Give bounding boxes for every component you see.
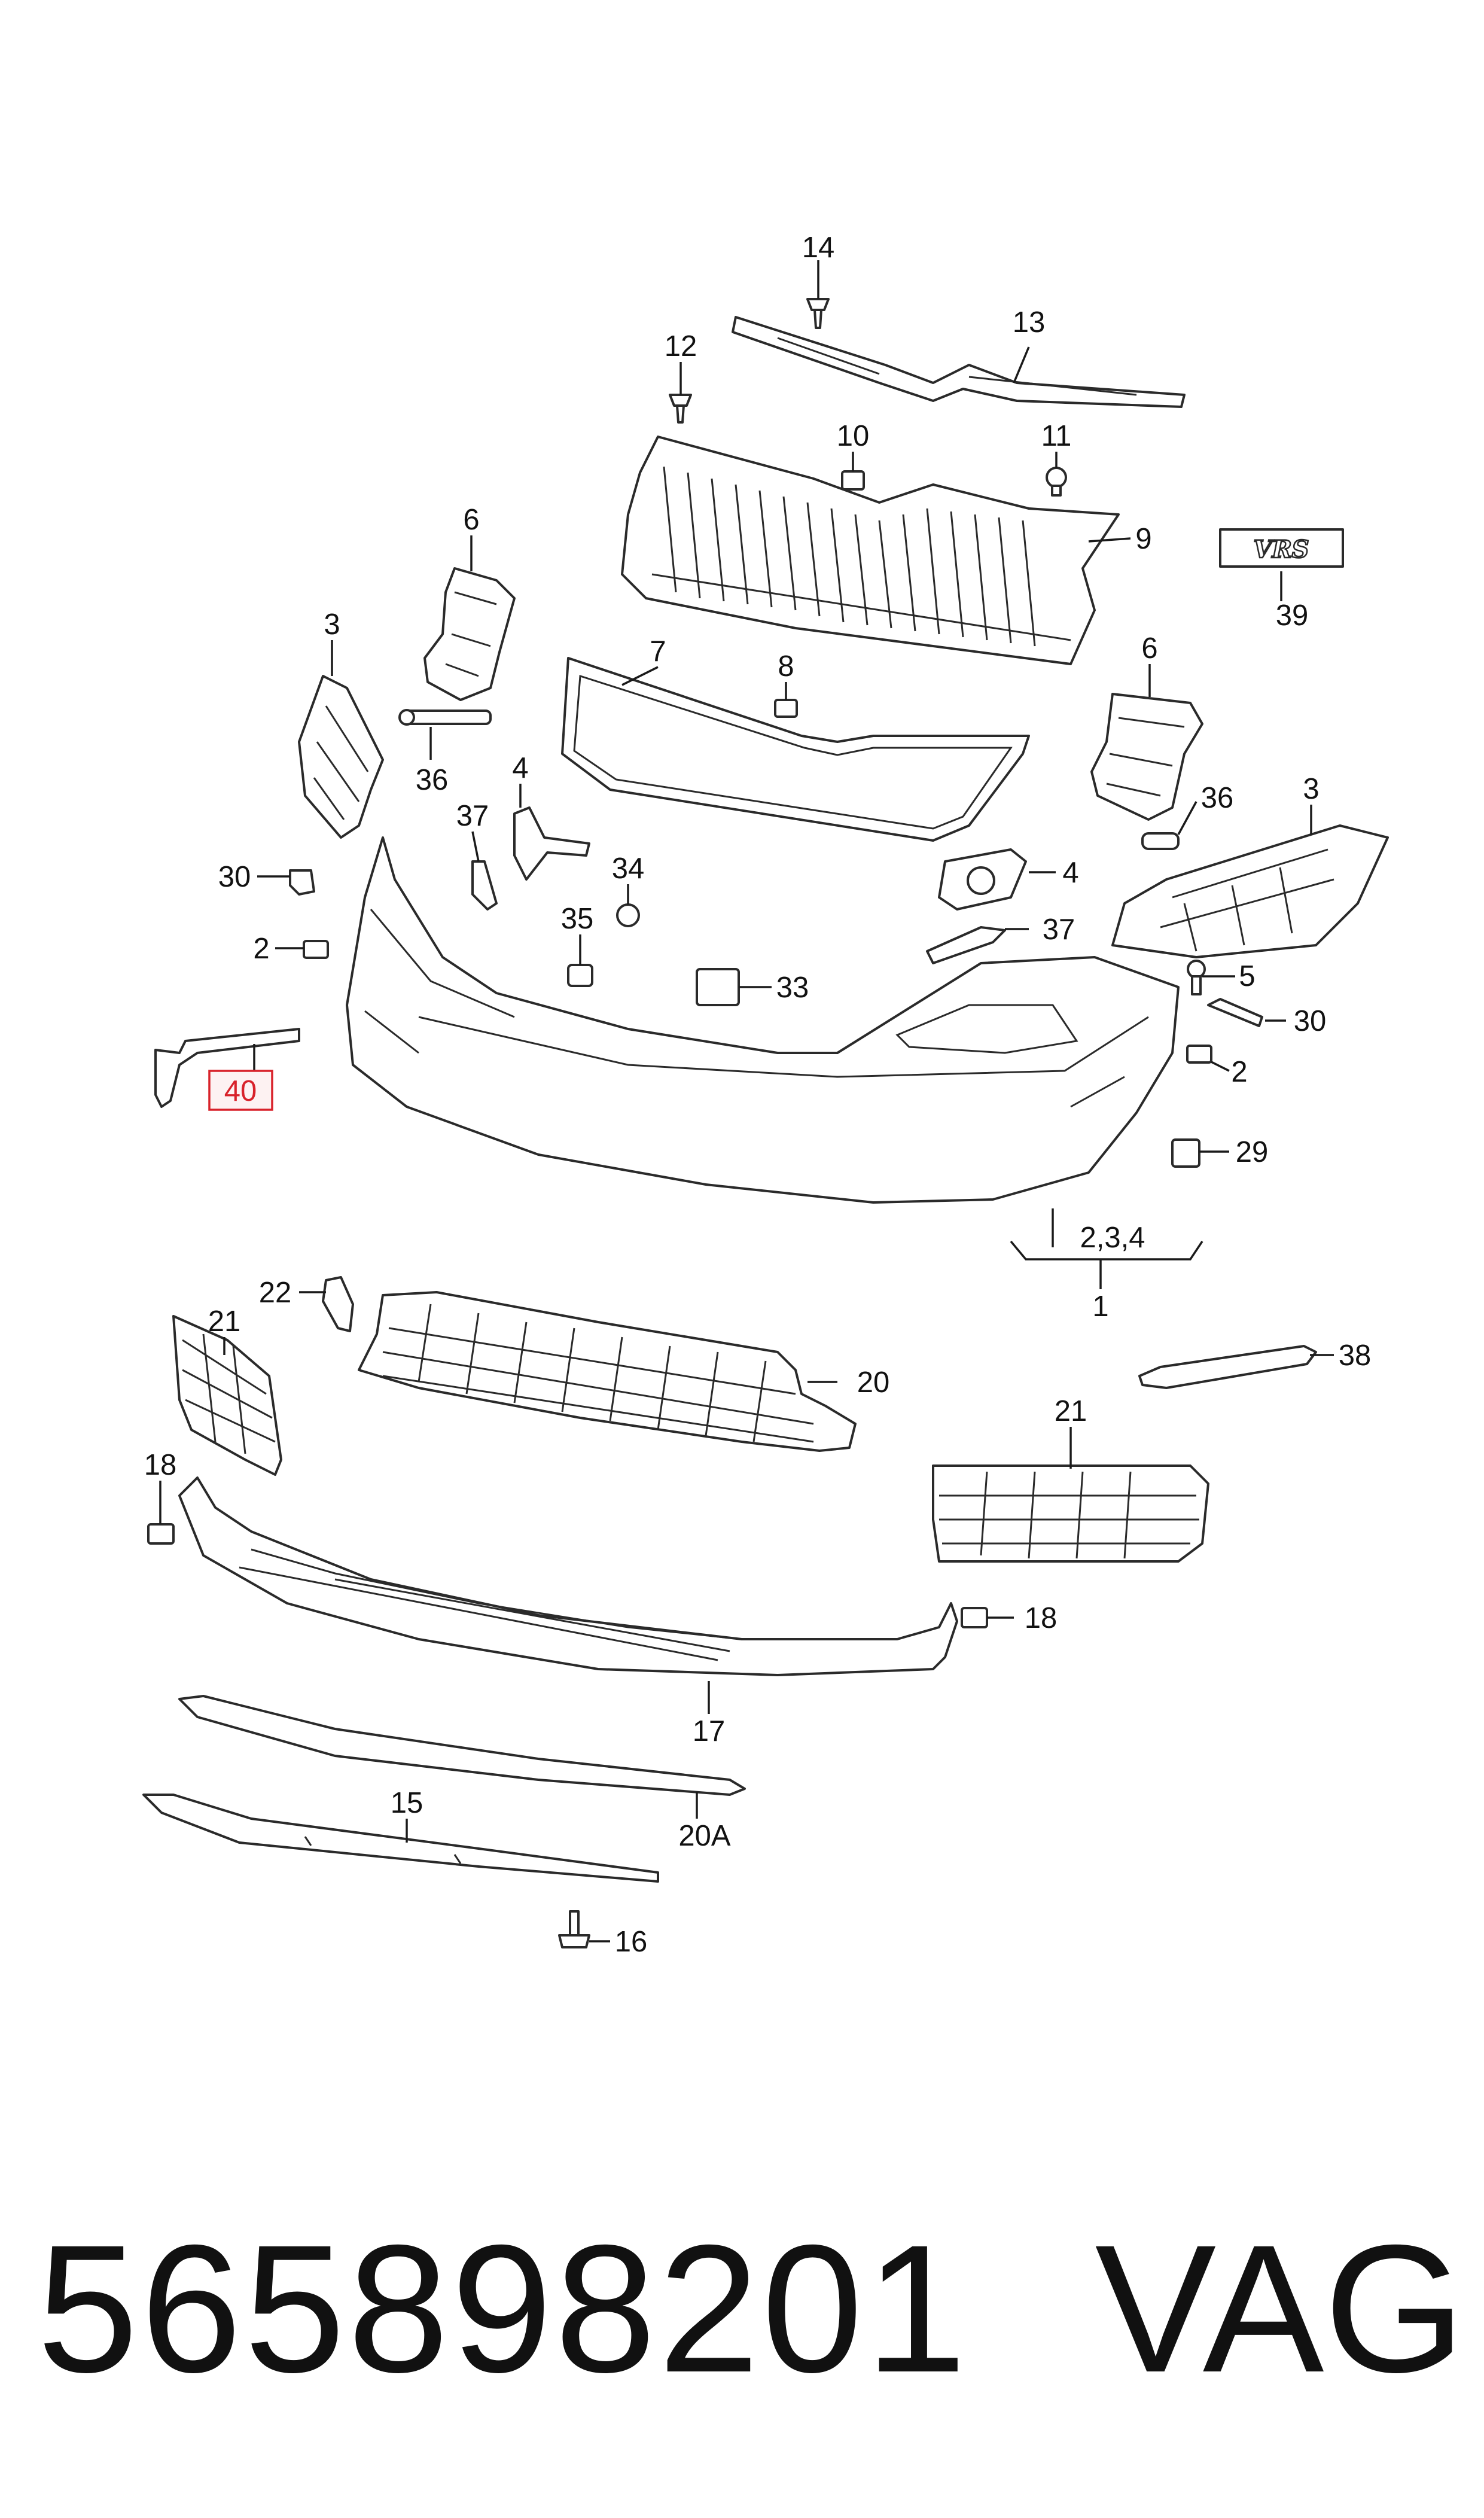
callout-4-left[interactable]: 4	[512, 752, 528, 784]
callout-37-left[interactable]: 37	[456, 800, 489, 832]
part-3-right-mount[interactable]	[1111, 824, 1389, 958]
part-8-clip[interactable]	[774, 699, 798, 718]
callout-13[interactable]: 13	[1013, 306, 1046, 339]
callout-2-left[interactable]: 2	[253, 933, 269, 965]
callout-40-highlight[interactable]: 40	[208, 1070, 273, 1111]
part-1-bumper-cover[interactable]	[346, 836, 1180, 1204]
callout-22[interactable]: 22	[259, 1277, 292, 1309]
callout-36-right[interactable]: 36	[1201, 782, 1234, 814]
callout-1[interactable]: 1	[1092, 1290, 1108, 1323]
part-40-trim-strip[interactable]	[154, 1028, 300, 1108]
part-14-clip[interactable]	[806, 298, 830, 329]
callout-2-3-4[interactable]: 2,3,4	[1080, 1222, 1145, 1254]
part-39-vrs-badge[interactable]: VRS	[1219, 528, 1344, 568]
callout-17[interactable]: 17	[693, 1715, 726, 1747]
part-33-cover[interactable]	[696, 968, 740, 1006]
brand-name: VAG	[1095, 2208, 1465, 2410]
callout-leaders	[159, 260, 1334, 1942]
part-34-nut[interactable]	[616, 903, 640, 927]
callout-7[interactable]: 7	[650, 635, 666, 668]
callout-5[interactable]: 5	[1239, 960, 1255, 992]
callout-35[interactable]: 35	[561, 903, 594, 935]
part-20a-lower-strip[interactable]	[178, 1695, 746, 1796]
callout-40: 40	[224, 1075, 257, 1107]
parts-diagram: VRS	[142, 232, 1389, 1958]
callout-10[interactable]: 10	[837, 420, 870, 452]
callout-3-right[interactable]: 3	[1303, 773, 1319, 805]
callout-14[interactable]: 14	[802, 232, 835, 264]
part-15-underguard[interactable]	[142, 1794, 659, 1883]
part-22-bracket[interactable]	[322, 1276, 354, 1332]
part-29-bracket[interactable]	[1171, 1138, 1200, 1168]
part-30-left-clip[interactable]	[289, 869, 315, 896]
callout-21-right[interactable]: 21	[1055, 1395, 1087, 1427]
callout-39[interactable]: 39	[1276, 599, 1309, 632]
callout-30-left[interactable]: 30	[218, 861, 251, 893]
part-21-left-grille-insert[interactable]	[172, 1315, 282, 1476]
callout-9[interactable]: 9	[1135, 523, 1151, 555]
callout-20a[interactable]: 20A	[678, 1820, 731, 1852]
callout-37-right[interactable]: 37	[1043, 914, 1075, 946]
part-number: 565898201	[37, 2208, 969, 2410]
part-35-clip[interactable]	[567, 964, 593, 987]
callout-labels: 14 13 12 10 11 9 39 6 6 3 3 7 8 36 36 4 …	[144, 232, 1372, 1958]
part-3-left-mount[interactable]	[298, 675, 384, 839]
part-9-radiator-grille[interactable]	[621, 436, 1120, 665]
callout-11[interactable]: 11	[1041, 420, 1072, 452]
part-6-right-bracket[interactable]	[1090, 693, 1203, 821]
callout-6-right[interactable]: 6	[1141, 632, 1157, 665]
callout-36-left[interactable]: 36	[416, 764, 449, 796]
callout-20[interactable]: 20	[857, 1366, 890, 1399]
callout-21-left[interactable]: 21	[208, 1305, 241, 1338]
part-13-upper-trim[interactable]	[732, 316, 1186, 408]
callout-16[interactable]: 16	[615, 1926, 648, 1958]
part-37-left-cover[interactable]	[471, 860, 498, 911]
callout-38[interactable]: 38	[1339, 1339, 1372, 1372]
callout-6-left[interactable]: 6	[463, 504, 479, 536]
vrs-badge-text: VRS	[1253, 535, 1309, 564]
part-2-left-nut[interactable]	[303, 940, 329, 959]
part-11-clip[interactable]	[1046, 467, 1067, 497]
part-37-right-cover[interactable]	[926, 926, 1006, 964]
part-18-right-clip[interactable]	[961, 1607, 988, 1628]
callout-15[interactable]: 15	[391, 1787, 423, 1819]
callout-8[interactable]: 8	[778, 650, 794, 683]
part-38-trim-strip[interactable]	[1138, 1345, 1317, 1389]
part-36-right-pin[interactable]	[1141, 832, 1180, 850]
part-20-center-grille[interactable]	[358, 1291, 857, 1452]
part-5-screw[interactable]	[1187, 960, 1206, 995]
callout-12[interactable]: 12	[665, 330, 697, 363]
part-12-clip[interactable]	[669, 394, 692, 424]
callout-3-left[interactable]: 3	[324, 608, 340, 641]
part-36-left-pin[interactable]	[398, 709, 492, 726]
callout-29[interactable]: 29	[1236, 1136, 1269, 1168]
part-2-right-nut[interactable]	[1186, 1045, 1212, 1064]
part-10-clip[interactable]	[841, 470, 865, 491]
callout-18-right[interactable]: 18	[1025, 1602, 1058, 1634]
callout-18-left[interactable]: 18	[144, 1449, 177, 1481]
part-4-right-bracket[interactable]	[938, 848, 1027, 911]
part-21-right-grille-insert[interactable]	[932, 1464, 1209, 1563]
part-17-lower-spoiler[interactable]	[178, 1476, 958, 1676]
part-7-grille-surround[interactable]	[561, 657, 1030, 842]
callout-33[interactable]: 33	[776, 972, 809, 1004]
part-16-screw[interactable]	[558, 1910, 590, 1948]
callout-30-right[interactable]: 30	[1294, 1005, 1327, 1037]
part-6-left-bracket[interactable]	[423, 567, 516, 701]
callout-4-right[interactable]: 4	[1062, 857, 1078, 889]
part-30-right-clip[interactable]	[1207, 998, 1263, 1027]
part-18-left-clip[interactable]	[147, 1523, 175, 1545]
callout-34[interactable]: 34	[612, 852, 645, 885]
part-4-left-bracket[interactable]	[513, 806, 590, 881]
callout-2-right[interactable]: 2	[1231, 1056, 1247, 1088]
